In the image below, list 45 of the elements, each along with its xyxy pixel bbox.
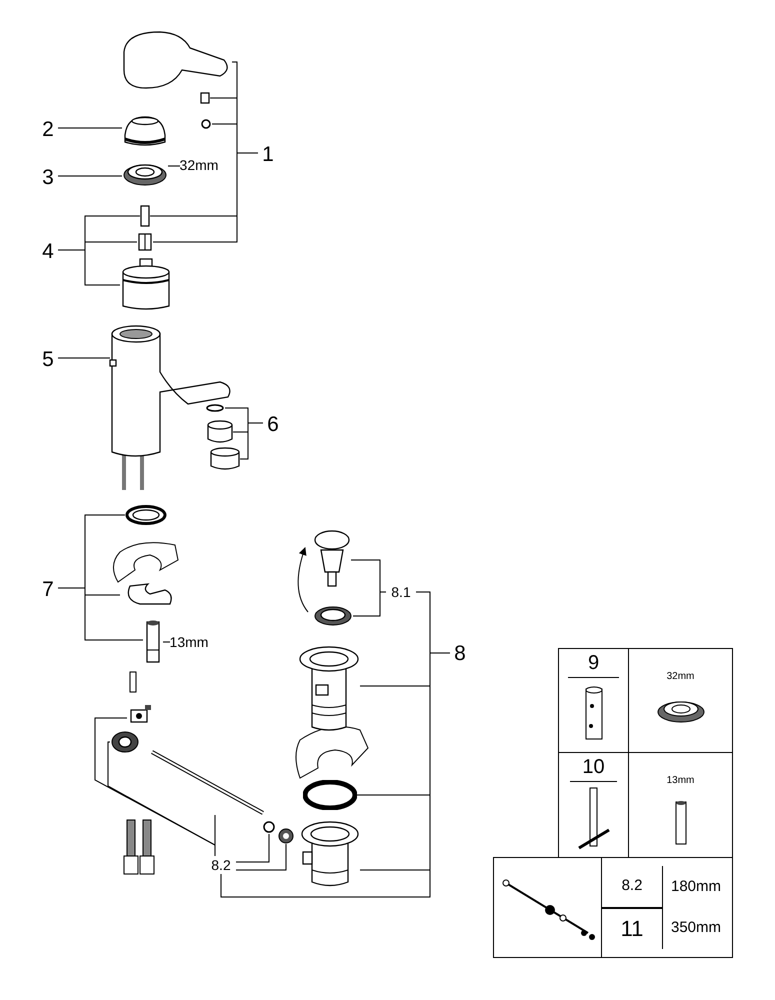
callout-number: 6 [263,411,283,437]
pivot-nut-drawing [110,730,140,754]
callout-number: 13mm [170,635,208,649]
callout-number: 7 [38,576,58,602]
leader-line [236,844,286,870]
callout-number: 32mm [180,158,218,172]
seal-ring-drawing [313,605,353,627]
aerator-housing-drawing [210,447,240,471]
callout-number: 8.2 [206,856,236,874]
cover-cap-drawing [122,115,168,148]
leader-line [352,592,386,616]
leader-line [240,422,264,460]
table-cell-text: 180mm [671,876,722,896]
callout-number: 8 [450,640,470,666]
table-cell-text: 11 [620,915,644,944]
callout-number: 5 [38,346,58,372]
table-cell-text: 8.2 [622,876,642,896]
callout-number: 4 [38,238,58,264]
screw-drawing [140,205,150,227]
leader-line [152,152,258,242]
leader-line [58,588,144,640]
callout-number: 8.1 [386,583,416,601]
threaded-nut-drawing [122,162,168,187]
callout-number: 3 [38,164,58,190]
table-cell-text: 13mm [666,774,694,788]
callout-number: 1 [258,141,278,167]
leader-line [58,250,120,286]
o-ring-drawing [262,820,276,834]
washer-drawing [205,403,225,413]
callout-number: 2 [38,116,58,142]
leader-line [220,652,450,898]
table-cell-text: 350mm [671,918,722,938]
aerator-drawing [207,420,233,444]
table-cell-text: 10 [570,757,617,782]
leader-line [236,834,270,862]
leader-line [108,742,216,856]
adapter-drawing [137,232,153,252]
table-cell-text: 9 [568,653,620,678]
lift-rod-drawing [150,750,265,815]
retaining-ring-drawing [125,505,167,525]
grub-screw-drawing [200,92,210,104]
gasket-drawing [303,780,357,810]
cover-plug-drawing [200,118,212,130]
table-cell-text: 32mm [666,670,694,684]
washer-drawing [278,828,294,844]
